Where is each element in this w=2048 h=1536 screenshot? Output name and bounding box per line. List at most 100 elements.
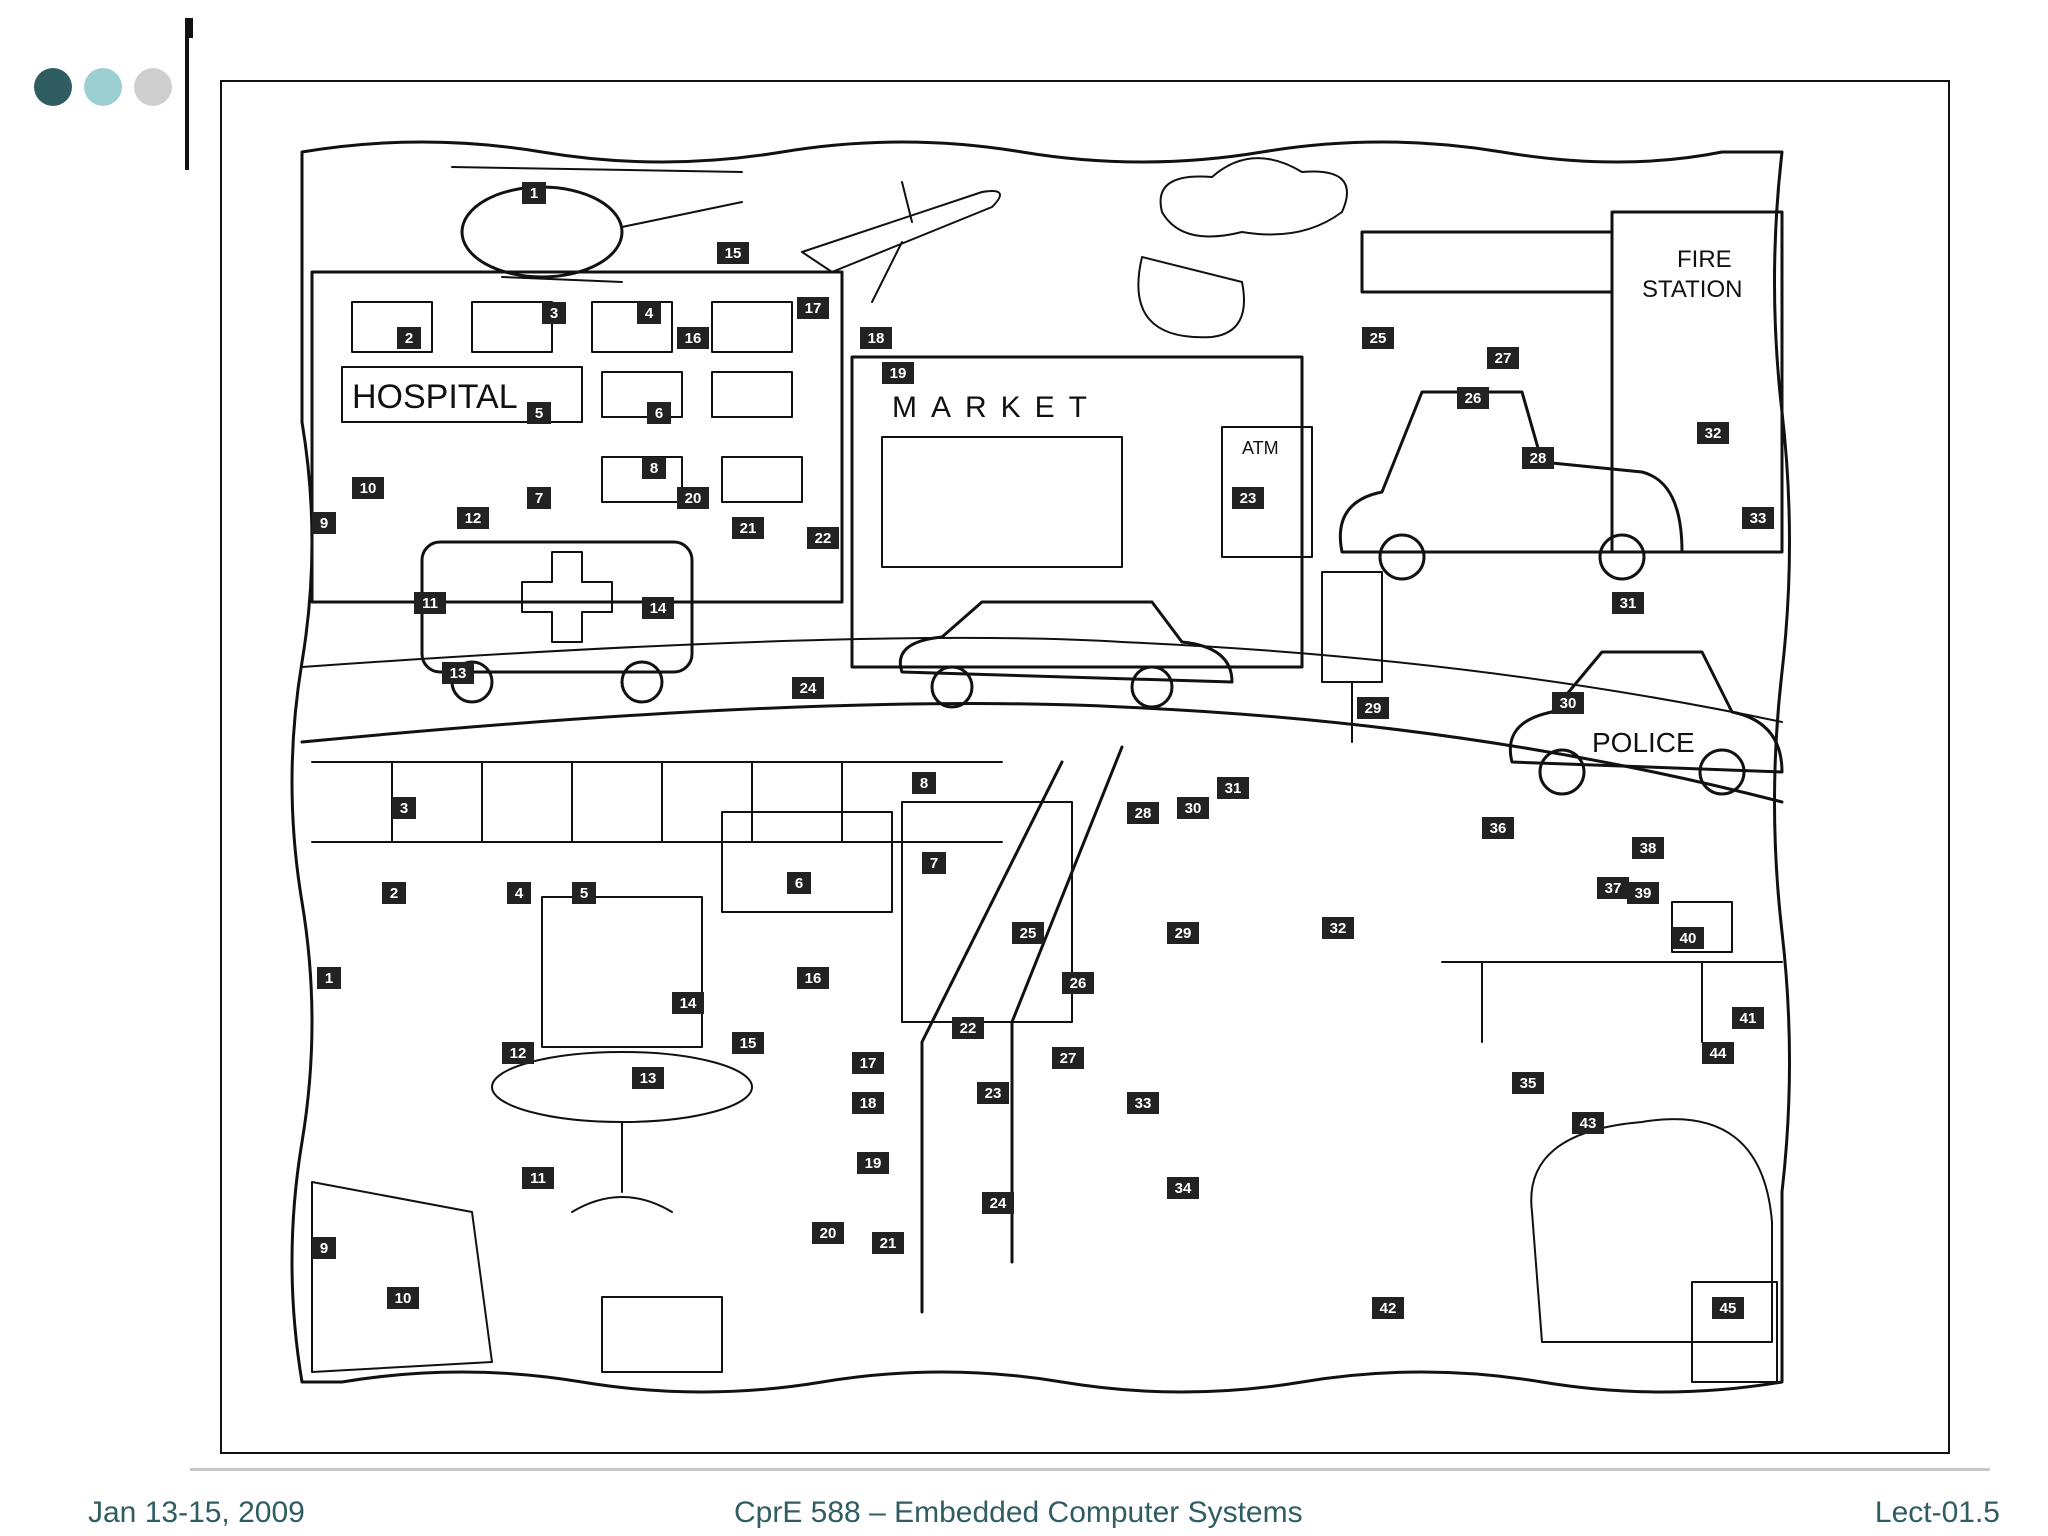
home-label-number: 29 bbox=[1175, 925, 1192, 942]
city-label-number: 13 bbox=[450, 665, 467, 682]
city-label-31: 31 bbox=[1612, 592, 1644, 614]
home-label-number: 39 bbox=[1635, 885, 1652, 902]
home-label-20: 20 bbox=[812, 1222, 844, 1244]
home-label-box bbox=[977, 1082, 1009, 1104]
city-label-number: 32 bbox=[1705, 425, 1722, 442]
footer-course-title: CprE 588 – Embedded Computer Systems bbox=[734, 1496, 1303, 1529]
city-label-number: 21 bbox=[740, 520, 757, 537]
city-label-9: 9 bbox=[312, 512, 336, 534]
fire-station bbox=[1610, 210, 1784, 554]
city-label-22: 22 bbox=[807, 527, 839, 549]
city-label-box bbox=[1612, 592, 1644, 614]
home-label-number: 37 bbox=[1605, 880, 1622, 897]
city-label-8: 8 bbox=[642, 457, 666, 479]
office-desk bbox=[1441, 961, 1783, 1043]
home-label-box bbox=[572, 882, 596, 904]
home-label-number: 23 bbox=[985, 1085, 1002, 1102]
home-label-number: 45 bbox=[1720, 1300, 1737, 1317]
home-label-3: 3 bbox=[392, 797, 416, 819]
home-label-box bbox=[922, 852, 946, 874]
home-label-number: 1 bbox=[325, 970, 333, 987]
home-label-number: 44 bbox=[1710, 1045, 1727, 1062]
city-label-7: 7 bbox=[527, 487, 551, 509]
nightstand bbox=[1691, 1281, 1778, 1383]
city-label-box bbox=[522, 182, 546, 204]
city-label-33: 33 bbox=[1742, 507, 1774, 529]
home-label-number: 18 bbox=[860, 1095, 877, 1112]
refrigerator bbox=[901, 801, 1073, 1023]
city-label-number: 10 bbox=[360, 480, 377, 497]
dryer bbox=[311, 1181, 493, 1373]
home-label-number: 43 bbox=[1580, 1115, 1597, 1132]
home-label-box bbox=[312, 1237, 336, 1259]
home-label-box bbox=[1127, 802, 1159, 824]
city-label-15: 15 bbox=[717, 242, 749, 264]
home-label-number: 9 bbox=[320, 1240, 328, 1257]
home-label-14: 14 bbox=[672, 992, 704, 1014]
header-vertical-bar bbox=[185, 18, 189, 170]
home-label-36: 36 bbox=[1482, 817, 1514, 839]
laundry-basket bbox=[601, 1296, 723, 1373]
home-label-number: 11 bbox=[530, 1170, 546, 1187]
home-label-number: 30 bbox=[1185, 800, 1202, 817]
home-label-9: 9 bbox=[312, 1237, 336, 1259]
city-label-box bbox=[1232, 487, 1264, 509]
hospital-sign bbox=[341, 366, 583, 423]
home-label-number: 38 bbox=[1640, 840, 1657, 857]
city-label-number: 9 bbox=[320, 515, 328, 532]
city-label-box bbox=[527, 487, 551, 509]
home-label-39: 39 bbox=[1627, 882, 1659, 904]
home-label-number: 7 bbox=[930, 855, 938, 872]
city-label-27: 27 bbox=[1487, 347, 1519, 369]
home-label-44: 44 bbox=[1702, 1042, 1734, 1064]
home-label-box bbox=[982, 1192, 1014, 1214]
city-label-23: 23 bbox=[1232, 487, 1264, 509]
home-label-number: 28 bbox=[1135, 805, 1152, 822]
home-label-number: 3 bbox=[400, 800, 408, 817]
home-label-22: 22 bbox=[952, 1017, 984, 1039]
footer-rule bbox=[190, 1468, 1990, 1471]
home-label-number: 13 bbox=[640, 1070, 657, 1087]
home-label-27: 27 bbox=[1052, 1047, 1084, 1069]
airplane bbox=[801, 181, 1001, 303]
home-label-box bbox=[732, 1032, 764, 1054]
city-label-box bbox=[1457, 387, 1489, 409]
header-dot-light bbox=[84, 68, 122, 106]
home-label-42: 42 bbox=[1372, 1297, 1404, 1319]
home-label-37: 37 bbox=[1597, 877, 1629, 899]
city-label-10: 10 bbox=[352, 477, 384, 499]
city-label-box bbox=[352, 477, 384, 499]
city-label-16: 16 bbox=[677, 327, 709, 349]
city-label-number: 4 bbox=[645, 305, 654, 322]
home-label-box bbox=[1167, 922, 1199, 944]
home-label-box bbox=[1322, 917, 1354, 939]
city-label-6: 6 bbox=[647, 402, 671, 424]
home-label-box bbox=[857, 1152, 889, 1174]
home-label-box bbox=[1672, 927, 1704, 949]
home-label-box bbox=[952, 1017, 984, 1039]
home-label-2: 2 bbox=[382, 882, 406, 904]
home-label-box bbox=[387, 1287, 419, 1309]
home-label-number: 32 bbox=[1330, 920, 1347, 937]
home-label-number: 36 bbox=[1490, 820, 1507, 837]
helicopter-rotor bbox=[451, 166, 743, 283]
home-label-7: 7 bbox=[922, 852, 946, 874]
city-label-box bbox=[1742, 507, 1774, 529]
home-label-number: 22 bbox=[960, 1020, 977, 1037]
city-label-number: 11 bbox=[422, 595, 438, 612]
city-label-number: 24 bbox=[800, 680, 817, 697]
market-sign-text: MARKET bbox=[892, 391, 1101, 424]
city-label-box bbox=[677, 487, 709, 509]
city-label-21: 21 bbox=[732, 517, 764, 539]
home-label-38: 38 bbox=[1632, 837, 1664, 859]
home-label-number: 14 bbox=[680, 995, 697, 1012]
home-label-box bbox=[502, 1042, 534, 1064]
city-label-number: 25 bbox=[1370, 330, 1387, 347]
city-label-box bbox=[1362, 327, 1394, 349]
city-label-28: 28 bbox=[1522, 447, 1554, 469]
police-sign-text: POLICE bbox=[1592, 727, 1695, 758]
header-dot-dark bbox=[34, 68, 72, 106]
city-label-box bbox=[397, 327, 421, 349]
